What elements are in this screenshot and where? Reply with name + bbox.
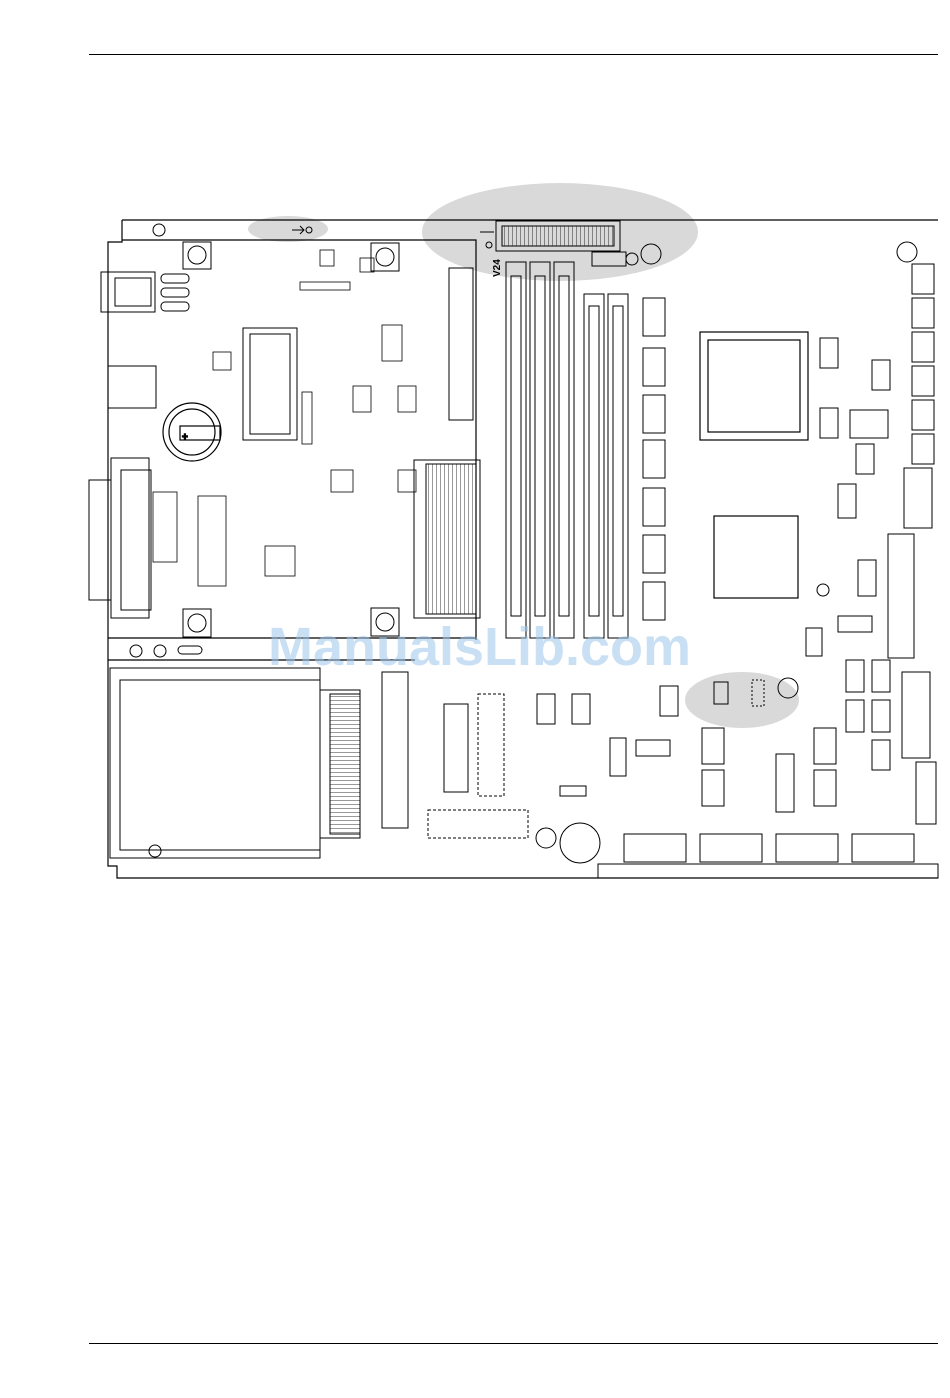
ram-chips <box>643 298 665 620</box>
lower-right-chips <box>702 338 890 812</box>
right-connectors <box>850 264 936 824</box>
ribbon-connectors <box>414 268 480 618</box>
watermark: ManualsLib.com <box>268 617 691 677</box>
pcmcia-card <box>110 646 360 858</box>
svg-text:+: + <box>182 432 188 443</box>
ic-large-left <box>243 328 297 440</box>
battery: + <box>163 403 221 461</box>
v24-label: V24 <box>492 259 503 277</box>
mounting-holes <box>130 224 917 857</box>
memory-slots <box>506 262 628 638</box>
processor-chips <box>700 332 808 598</box>
left-connectors <box>89 272 189 618</box>
bottom-connectors <box>598 834 938 878</box>
small-components <box>153 250 416 586</box>
